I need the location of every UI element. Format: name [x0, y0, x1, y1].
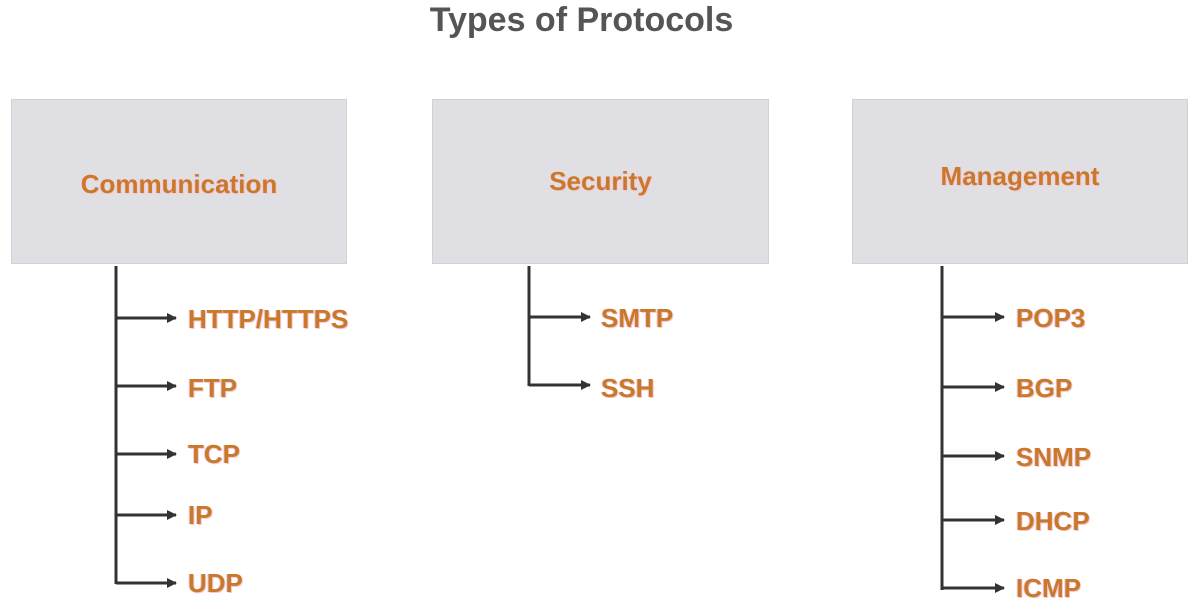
protocol-smtp: SMTP — [601, 303, 674, 333]
protocol-bgp: BGP — [1016, 373, 1073, 403]
protocol-icmp: ICMP — [1016, 573, 1081, 603]
category-label-communication: Communication — [80, 169, 278, 199]
protocol-http-https: HTTP/HTTPS — [188, 304, 349, 334]
protocol-ftp: FTP — [188, 373, 238, 403]
category-label-management: Management — [940, 161, 1100, 191]
category-label-security: Security — [549, 166, 652, 196]
protocol-tcp: TCP — [188, 439, 240, 469]
category-box-security: Security — [432, 99, 769, 264]
protocol-dhcp: DHCP — [1016, 506, 1090, 536]
protocol-udp: UDP — [188, 568, 243, 598]
category-box-management: Management — [852, 99, 1188, 264]
protocol-pop3: POP3 — [1016, 303, 1086, 333]
diagram-title: Types of Protocols — [429, 1, 734, 39]
protocol-ip: IP — [188, 500, 213, 530]
protocol-snmp: SNMP — [1016, 442, 1092, 472]
protocol-ssh: SSH — [601, 373, 655, 403]
category-box-communication: Communication — [11, 99, 347, 264]
